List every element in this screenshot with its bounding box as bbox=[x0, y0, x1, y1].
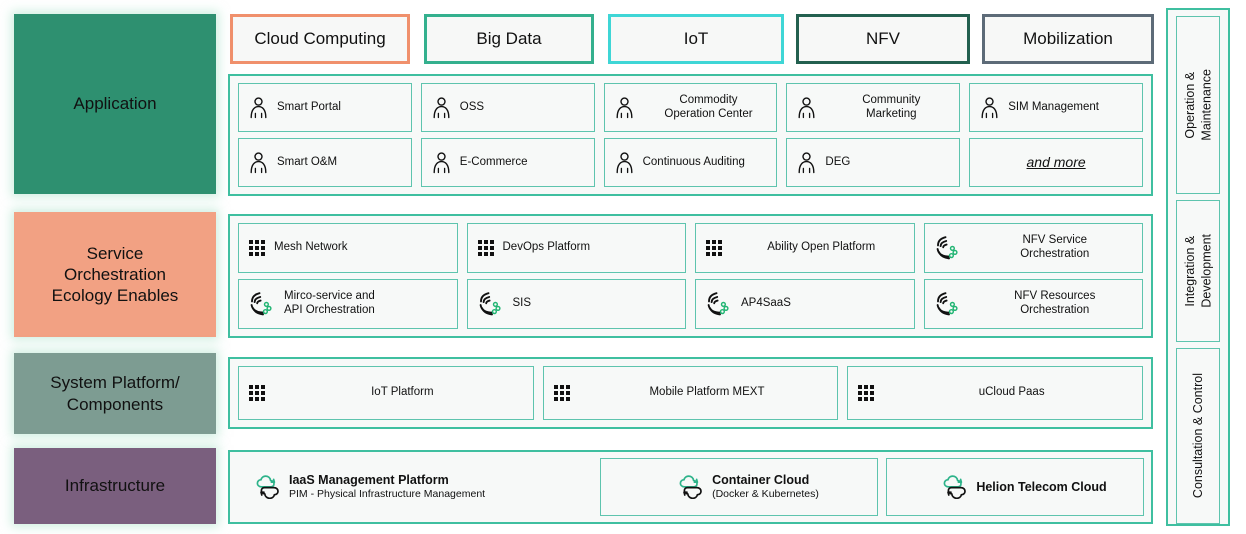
component-label: Smart Portal bbox=[277, 100, 341, 113]
person-icon bbox=[980, 96, 999, 119]
component-label: Commodity Operation Center bbox=[664, 93, 753, 120]
component-box[interactable]: DevOps Platform bbox=[466, 223, 686, 273]
component-label: Continuous Auditing bbox=[642, 155, 745, 168]
person-icon bbox=[615, 96, 634, 119]
layer-label-text: Infrastructure bbox=[64, 476, 166, 496]
rail-cell-label: Operation & Maintenance bbox=[1182, 69, 1213, 141]
component-box[interactable]: Smart Portal bbox=[238, 83, 412, 132]
category-chip-nfv[interactable]: NFV bbox=[796, 14, 970, 64]
layer-label-text: System Platform/ Components bbox=[50, 373, 180, 414]
rail-cell-label: Integration & Development bbox=[1182, 234, 1213, 308]
component-sublabel: PIM - Physical Infrastructure Management bbox=[289, 488, 486, 501]
component-label: E-Commerce bbox=[459, 155, 528, 168]
component-box[interactable]: SIM Management bbox=[969, 83, 1143, 132]
layer-label-service-orchestration-ecology-enables: Service Orchestration Ecology Enables bbox=[14, 212, 216, 337]
component-label: Mesh Network bbox=[274, 241, 348, 254]
layer-label-infrastructure: Infrastructure bbox=[14, 448, 216, 524]
component-label: Helion Telecom Cloud bbox=[976, 479, 1107, 494]
person-icon bbox=[249, 151, 268, 174]
component-box[interactable]: Commodity Operation Center bbox=[603, 83, 778, 132]
category-chip-mobilization[interactable]: Mobilization bbox=[982, 14, 1154, 64]
grid-dots-icon bbox=[553, 385, 570, 401]
component-label: uCloud Paas bbox=[978, 386, 1045, 399]
component-label: Container Cloud bbox=[712, 473, 810, 488]
rail-cell-label: Consultation & Control bbox=[1190, 373, 1205, 499]
component-label: Ability Open Platform bbox=[767, 241, 876, 254]
component-label: OSS bbox=[459, 100, 485, 113]
grid-dots-icon bbox=[249, 385, 265, 401]
grid-dots-icon bbox=[249, 240, 265, 256]
orchestration-icon bbox=[706, 291, 732, 317]
component-box[interactable]: E-Commerce bbox=[420, 138, 595, 187]
layer-label-text: Service Orchestration Ecology Enables bbox=[51, 243, 179, 306]
category-chip-label: Cloud Computing bbox=[254, 29, 386, 48]
component-box[interactable]: Community Marketing bbox=[786, 83, 961, 132]
component-box[interactable]: IoT Platform bbox=[238, 366, 534, 420]
component-box[interactable]: Mobile Platform MEXT bbox=[542, 366, 839, 420]
orchestration-icon bbox=[935, 235, 961, 261]
component-label: SIM Management bbox=[1008, 100, 1099, 113]
component-label: Smart O&M bbox=[277, 155, 338, 168]
rail-cell-operation-maintenance[interactable]: Operation & Maintenance bbox=[1176, 16, 1220, 194]
component-label: Mirco-service and API Orchestration bbox=[284, 290, 375, 316]
rail-cell-integration-development[interactable]: Integration & Development bbox=[1176, 200, 1220, 342]
component-box[interactable]: and more bbox=[969, 138, 1143, 187]
component-label: Mobile Platform MEXT bbox=[649, 386, 765, 399]
cloud-sync-icon bbox=[677, 475, 705, 499]
rail-cell-consultation-control[interactable]: Consultation & Control bbox=[1176, 348, 1220, 524]
component-box[interactable]: Container Cloud(Docker & Kubernetes) bbox=[600, 458, 878, 516]
category-chip-label: NFV bbox=[866, 29, 900, 48]
component-box[interactable]: Helion Telecom Cloud bbox=[886, 458, 1144, 516]
category-chip-label: Mobilization bbox=[1023, 29, 1113, 48]
layer-label-system-platform-components: System Platform/ Components bbox=[14, 353, 216, 434]
component-box[interactable]: uCloud Paas bbox=[847, 366, 1143, 420]
layer-label-application: Application bbox=[14, 14, 216, 194]
category-chip-label: Big Data bbox=[476, 29, 542, 48]
component-label: AP4SaaS bbox=[741, 297, 791, 310]
component-label: NFV Service Orchestration bbox=[1020, 234, 1090, 260]
component-box[interactable]: NFV Resources Orchestration bbox=[923, 279, 1143, 329]
category-chip-label: IoT bbox=[683, 29, 709, 48]
component-label: Community Marketing bbox=[862, 93, 921, 120]
grid-dots-icon bbox=[706, 240, 722, 256]
component-box[interactable]: OSS bbox=[420, 83, 595, 132]
component-label: DevOps Platform bbox=[502, 241, 591, 254]
component-sublabel: (Docker & Kubernetes) bbox=[712, 488, 819, 501]
component-box[interactable]: Ability Open Platform bbox=[695, 223, 915, 273]
component-label: DEG bbox=[825, 155, 851, 168]
orchestration-icon bbox=[478, 291, 504, 317]
orchestration-icon bbox=[249, 291, 275, 317]
layer-label-text: Application bbox=[73, 94, 157, 114]
component-box[interactable]: Mirco-service and API Orchestration bbox=[238, 279, 458, 329]
component-box[interactable]: Continuous Auditing bbox=[603, 138, 778, 187]
component-box[interactable]: AP4SaaS bbox=[695, 279, 915, 329]
category-chip-iot[interactable]: IoT bbox=[608, 14, 784, 64]
person-icon bbox=[249, 96, 268, 119]
component-box[interactable]: SIS bbox=[466, 279, 686, 329]
cloud-sync-icon bbox=[941, 475, 969, 499]
person-icon bbox=[432, 151, 451, 174]
component-box[interactable]: Mesh Network bbox=[238, 223, 458, 273]
grid-dots-icon bbox=[477, 240, 494, 256]
category-chip-big-data[interactable]: Big Data bbox=[424, 14, 594, 64]
person-icon bbox=[797, 96, 816, 119]
and-more-label: and more bbox=[1026, 154, 1086, 171]
component-label: IaaS Management Platform bbox=[289, 473, 449, 488]
person-icon bbox=[432, 96, 451, 119]
person-icon bbox=[615, 151, 634, 174]
component-box[interactable]: DEG bbox=[786, 138, 961, 187]
grid-dots-icon bbox=[858, 385, 875, 401]
person-icon bbox=[797, 151, 816, 174]
component-box[interactable]: NFV Service Orchestration bbox=[923, 223, 1143, 273]
cloud-sync-icon bbox=[254, 475, 282, 499]
category-chip-cloud-computing[interactable]: Cloud Computing bbox=[230, 14, 410, 64]
component-label: SIS bbox=[512, 297, 532, 310]
component-label: NFV Resources Orchestration bbox=[1014, 290, 1096, 316]
component-box[interactable]: Smart O&M bbox=[238, 138, 412, 187]
component-label: IoT Platform bbox=[371, 386, 434, 399]
orchestration-icon bbox=[935, 291, 961, 317]
